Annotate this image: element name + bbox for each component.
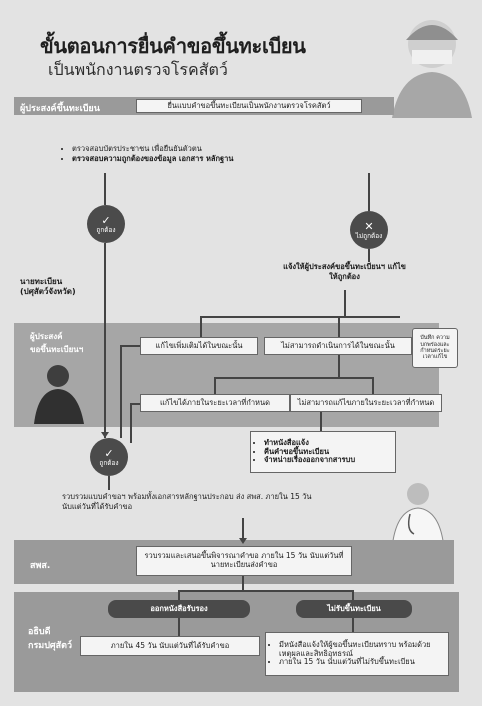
arrow-down xyxy=(239,538,247,544)
connector xyxy=(130,403,140,405)
reject-list: ทำหนังสือแจ้ง คืนคำขอขึ้นทะเบียน จำหน่าย… xyxy=(250,431,396,473)
cross-icon: ✕ xyxy=(364,219,374,233)
check-icon: ✓ xyxy=(104,446,114,460)
forward-text: รวบรวมแบบคำขอฯ พร้อมทั้งเอกสารหลักฐานประ… xyxy=(62,492,312,511)
deny-detail-box: มีหนังสือแจ้งให้ผู้ขอขึ้นทะเบียนทราบ พร้… xyxy=(265,632,449,676)
lane-label-dg: อธิบดี กรมปศุสัตว์ xyxy=(28,627,73,651)
deny-box: ไม่รับขึ้นทะเบียน xyxy=(296,600,412,618)
connector xyxy=(120,345,122,438)
connector xyxy=(338,355,340,377)
lane-label-registrar: นายทะเบียน (ปศุสัตว์จังหวัด) xyxy=(20,277,76,297)
check-item-2: ตรวจสอบความถูกต้องของข้อมูล เอกสาร หลักฐ… xyxy=(72,154,322,164)
connector xyxy=(352,590,354,600)
incorrect-label: ไม่ถูกต้อง xyxy=(355,231,383,240)
connector xyxy=(200,316,202,337)
connector xyxy=(242,576,244,590)
record-note-box: บันทึก ความบกพร่องและกำหนดระยะเวลาแก้ไข xyxy=(412,328,458,368)
deny-item-2: ภายใน 15 วัน นับแต่วันที่ไม่รับขึ้นทะเบี… xyxy=(279,658,445,667)
applicant-illustration xyxy=(34,365,84,424)
connector xyxy=(338,316,340,337)
notify-text: แจ้งให้ผู้ประสงค์ขอขึ้นทะเบียนฯ แก้ไขให้… xyxy=(283,262,406,281)
check-icon: ✓ xyxy=(101,213,111,227)
lane-label-applicant: ผู้ประสงค์ขึ้นทะเบียน xyxy=(20,104,100,114)
cannot-fix-box: ไม่สามารถดำเนินการได้ในขณะนั้น xyxy=(264,337,412,355)
connector xyxy=(200,316,400,318)
correct-label: ถูกต้อง xyxy=(96,225,116,234)
incorrect-circle: ✕ ไม่ถูกต้อง xyxy=(350,211,388,249)
connector xyxy=(214,377,374,379)
correct-circle-2: ✓ ถูกต้อง xyxy=(90,438,128,476)
connector xyxy=(372,377,374,394)
deny-item-1: มีหนังสือแจ้งให้ผู้ขอขึ้นทะเบียนทราบ พร้… xyxy=(279,640,445,658)
fixed-on-time-box: แก้ไขได้ภายในระยะเวลาที่กำหนด xyxy=(140,394,290,412)
issue-cert-box: ออกหนังสือรับรอง xyxy=(108,600,250,618)
connector xyxy=(108,476,110,490)
not-fixed-box: ไม่สามารถแก้ไขภายในระยะเวลาที่กำหนด xyxy=(290,394,442,412)
arrow-down xyxy=(101,432,109,438)
reject-item-1: ทำหนังสือแจ้ง xyxy=(264,438,355,448)
submit-step: ยื่นแบบคำขอขึ้นทะเบียนเป็นพนักงานตรวจโรค… xyxy=(136,99,362,113)
vet-illustration xyxy=(391,483,445,548)
lane-label-dld: สพส. xyxy=(30,561,51,571)
connector xyxy=(368,173,370,211)
check-list: ตรวจสอบบัตรประชาชน เพื่อยืนยันตัวตน ตรวจ… xyxy=(62,144,322,164)
reject-item-3: จำหน่ายเรื่องออกจากสารบบ xyxy=(264,456,355,465)
connector xyxy=(178,618,180,636)
page-subtitle: เป็นพนักงานตรวจโรคสัตว์ xyxy=(48,60,228,79)
dld-review-box: รวบรวมและเสนอขึ้นพิจารณาคำขอ ภายใน 15 วั… xyxy=(136,546,352,576)
page-title: ขั้นตอนการยื่นคำขอขึ้นทะเบียน xyxy=(40,34,306,58)
connector xyxy=(120,345,140,347)
issue-time-box: ภายใน 45 วัน นับแต่วันที่ได้รับคำขอ xyxy=(80,636,260,656)
connector xyxy=(104,243,106,438)
connector xyxy=(178,590,354,592)
inspector-illustration xyxy=(392,20,472,118)
connector xyxy=(178,590,180,600)
connector xyxy=(242,518,244,540)
lane-label-applicant-mid: ผู้ประสงค์ ขอขึ้นทะเบียนฯ xyxy=(30,332,84,354)
connector xyxy=(352,618,354,632)
connector xyxy=(214,377,216,394)
connector xyxy=(130,403,132,443)
fix-now-box: แก้ไขเพิ่มเติมได้ในขณะนั้น xyxy=(140,337,258,355)
connector xyxy=(344,290,346,316)
connector xyxy=(104,173,106,205)
correct-circle-1: ✓ ถูกต้อง xyxy=(87,205,125,243)
connector xyxy=(368,249,370,262)
connector xyxy=(320,412,322,431)
correct-label-2: ถูกต้อง xyxy=(99,458,119,467)
reject-item-2: คืนคำขอขึ้นทะเบียน xyxy=(264,447,355,457)
check-item-1: ตรวจสอบบัตรประชาชน เพื่อยืนยันตัวตน xyxy=(72,144,322,154)
